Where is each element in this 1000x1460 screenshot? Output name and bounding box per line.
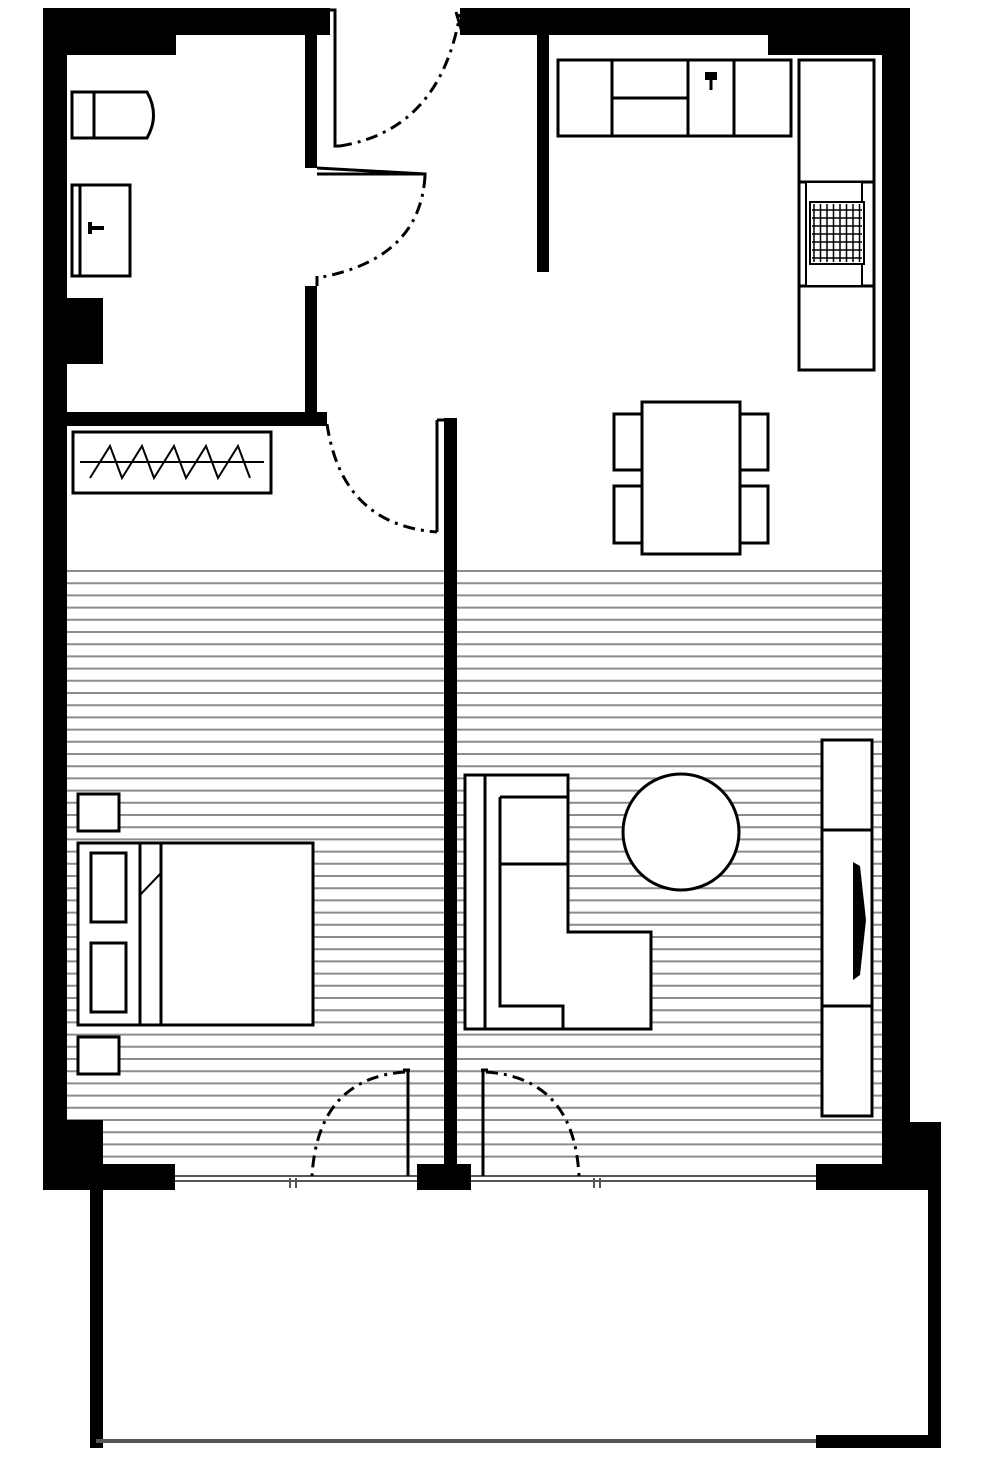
wall-bathroom-right-lower — [305, 286, 317, 426]
dining-chair — [736, 484, 770, 545]
living-furniture — [463, 738, 874, 1118]
sink-icon — [70, 183, 132, 278]
corner-sofa — [463, 773, 653, 1031]
windows — [175, 1175, 816, 1188]
balcony-wall-left — [90, 1188, 103, 1448]
balcony-wall-right — [928, 1122, 941, 1448]
wall-left-pillar — [43, 298, 103, 364]
wardrobe-hangers — [80, 443, 264, 481]
wall-bottom-left-corner — [43, 1120, 103, 1190]
tv-icon — [853, 862, 866, 980]
wall-bottom-center — [417, 1164, 471, 1190]
pillow — [89, 941, 128, 1014]
wall-bathroom-right-upper — [305, 8, 317, 168]
wall-right — [882, 8, 910, 1166]
dining-chair — [736, 412, 770, 472]
bedroom-furniture — [71, 430, 315, 1076]
kitchen-fixtures — [556, 58, 876, 372]
tv-unit — [820, 738, 874, 1118]
dining-chair — [612, 412, 646, 472]
dining-set — [612, 400, 770, 556]
dining-chair — [612, 484, 646, 545]
toilet-icon — [70, 90, 155, 140]
hanger-zigzag — [89, 443, 251, 481]
pillow — [89, 851, 128, 924]
double-bed — [76, 841, 315, 1027]
entrance-door — [330, 8, 464, 148]
nightstand — [76, 792, 121, 833]
stove-grid — [812, 204, 862, 262]
wall-center — [444, 418, 457, 1188]
bedroom-door — [325, 418, 444, 534]
round-coffee-table — [621, 772, 741, 892]
kitchen-counter-top — [556, 58, 793, 138]
kitchen-sink-icon — [705, 72, 717, 90]
bathroom-door — [316, 172, 427, 280]
bedroom-balcony-door — [310, 1068, 410, 1177]
balcony-wall-bottom-right — [816, 1435, 941, 1448]
dining-table — [640, 400, 742, 556]
doors — [310, 8, 581, 1177]
bathroom-fixtures — [70, 90, 155, 278]
wall-left — [43, 8, 67, 1190]
walls — [43, 8, 941, 1448]
wall-bathroom-bottom — [43, 412, 327, 426]
wall-kitchen-partition — [537, 30, 549, 272]
nightstand — [76, 1035, 121, 1076]
living-balcony-door — [481, 1068, 581, 1177]
